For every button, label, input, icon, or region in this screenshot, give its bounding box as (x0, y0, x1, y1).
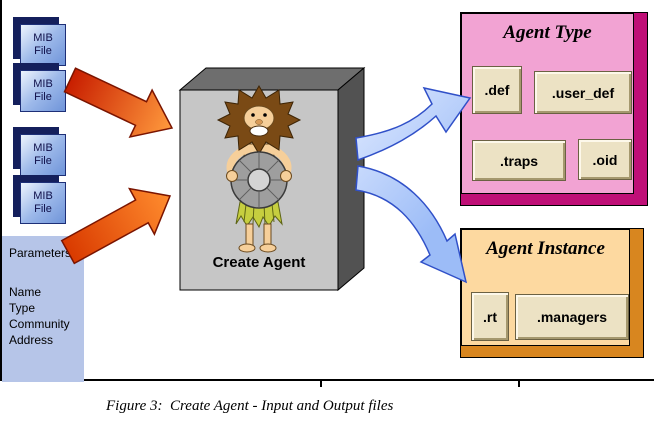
create-agent-box: Create Agent (176, 64, 368, 292)
mib-file-box-1: MIB File (20, 24, 66, 66)
frame-left-line (0, 0, 2, 381)
parameter-type: Type (9, 301, 36, 315)
file-oid: .oid (578, 139, 632, 180)
file-def: .def (472, 66, 522, 114)
parameter-name: Name (9, 285, 42, 299)
agent-instance-box: Agent Instance .rt .managers (460, 228, 644, 358)
frame-bottom-line (0, 379, 654, 381)
file-rt: .rt (471, 292, 509, 341)
agent-instance-front-face: Agent Instance .rt .managers (461, 229, 630, 346)
agent-type-front-face: Agent Type .def .user_def .traps .oid (461, 13, 634, 194)
agent-type-box: Agent Type .def .user_def .traps .oid (460, 12, 648, 206)
agent-type-title: Agent Type (503, 22, 592, 43)
output-arrow-agent-instance (355, 165, 468, 284)
create-agent-label: Create Agent (212, 254, 306, 271)
figure-caption: Figure 3: Create Agent - Input and Outpu… (106, 398, 394, 414)
process-box-top-face (178, 67, 366, 91)
file-managers: .managers (515, 294, 629, 340)
input-arrow-mib (63, 67, 174, 139)
parameters-title: Parameters: (9, 246, 75, 260)
file-traps: .traps (472, 140, 566, 181)
frame-tick (320, 381, 322, 387)
agent-instance-title: Agent Instance (486, 238, 605, 259)
caveman-mascot-icon (216, 85, 302, 253)
mib-file-box-4: MIB File (20, 182, 66, 224)
output-arrow-agent-type (355, 86, 472, 162)
mib-file-box-3: MIB File (20, 134, 66, 176)
parameter-community: Community (9, 317, 70, 331)
process-box-right-face (337, 66, 365, 292)
file-user-def: .user_def (534, 71, 632, 114)
frame-tick (518, 381, 520, 387)
mib-file-box-2: MIB File (20, 70, 66, 112)
parameters-box: Parameters: Name Type Community Address (2, 236, 84, 382)
parameter-address: Address (9, 333, 54, 347)
